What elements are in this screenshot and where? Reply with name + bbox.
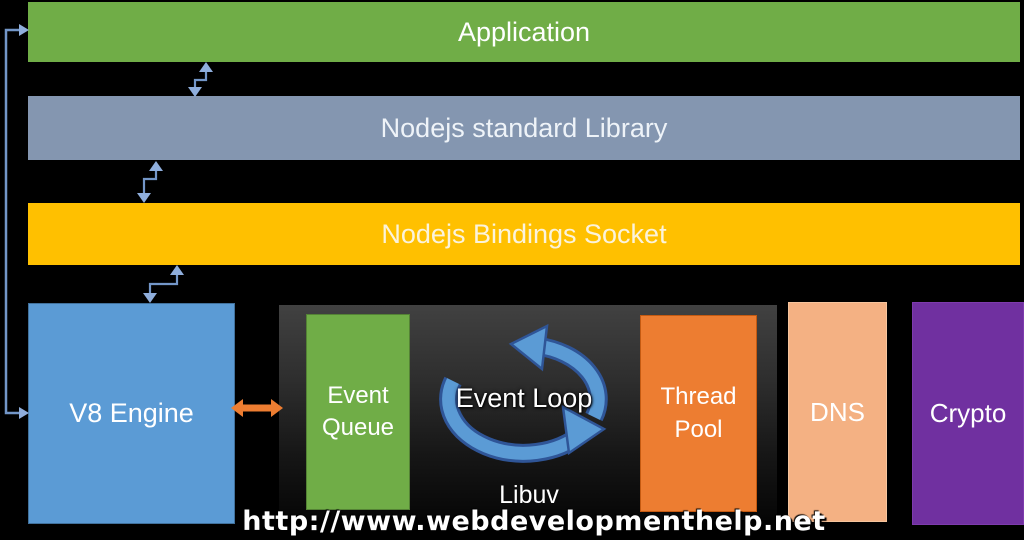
library-bindings-connector xyxy=(137,161,163,203)
event-queue-label: Event Queue xyxy=(321,381,395,441)
dns-label: DNS xyxy=(810,396,865,427)
down-arrowhead-icon xyxy=(143,293,157,303)
application-layer-bar: Application xyxy=(28,2,1020,62)
up-arrowhead-icon xyxy=(199,62,213,72)
watermark-url: http://www.webdevelopmenthelp.net xyxy=(242,506,826,537)
v8-engine-label: V8 Engine xyxy=(69,398,194,428)
down-arrowhead-icon xyxy=(137,193,151,203)
left-feedback-connector xyxy=(4,24,29,419)
thread-pool-label: Thread Pool xyxy=(660,383,737,443)
up-arrowhead-icon xyxy=(149,161,163,171)
v8-engine-box: V8 Engine xyxy=(28,303,235,524)
standard-library-layer-bar: Nodejs standard Library xyxy=(28,96,1020,160)
bindings-socket-layer-bar: Nodejs Bindings Socket xyxy=(28,203,1020,265)
v8-eventqueue-double-arrow-icon xyxy=(231,399,283,417)
bindings-socket-label: Nodejs Bindings Socket xyxy=(381,218,667,249)
thread-pool-box: Thread Pool xyxy=(640,315,757,512)
standard-library-label: Nodejs standard Library xyxy=(380,112,668,143)
app-library-connector xyxy=(188,62,213,97)
crypto-box: Crypto xyxy=(912,302,1024,525)
application-label: Application xyxy=(457,16,591,47)
bindings-v8-connector xyxy=(143,265,184,303)
crypto-label: Crypto xyxy=(929,398,1007,428)
event-queue-box: Event Queue xyxy=(306,314,410,510)
up-arrowhead-icon xyxy=(170,265,184,275)
dns-box: DNS xyxy=(788,302,887,522)
